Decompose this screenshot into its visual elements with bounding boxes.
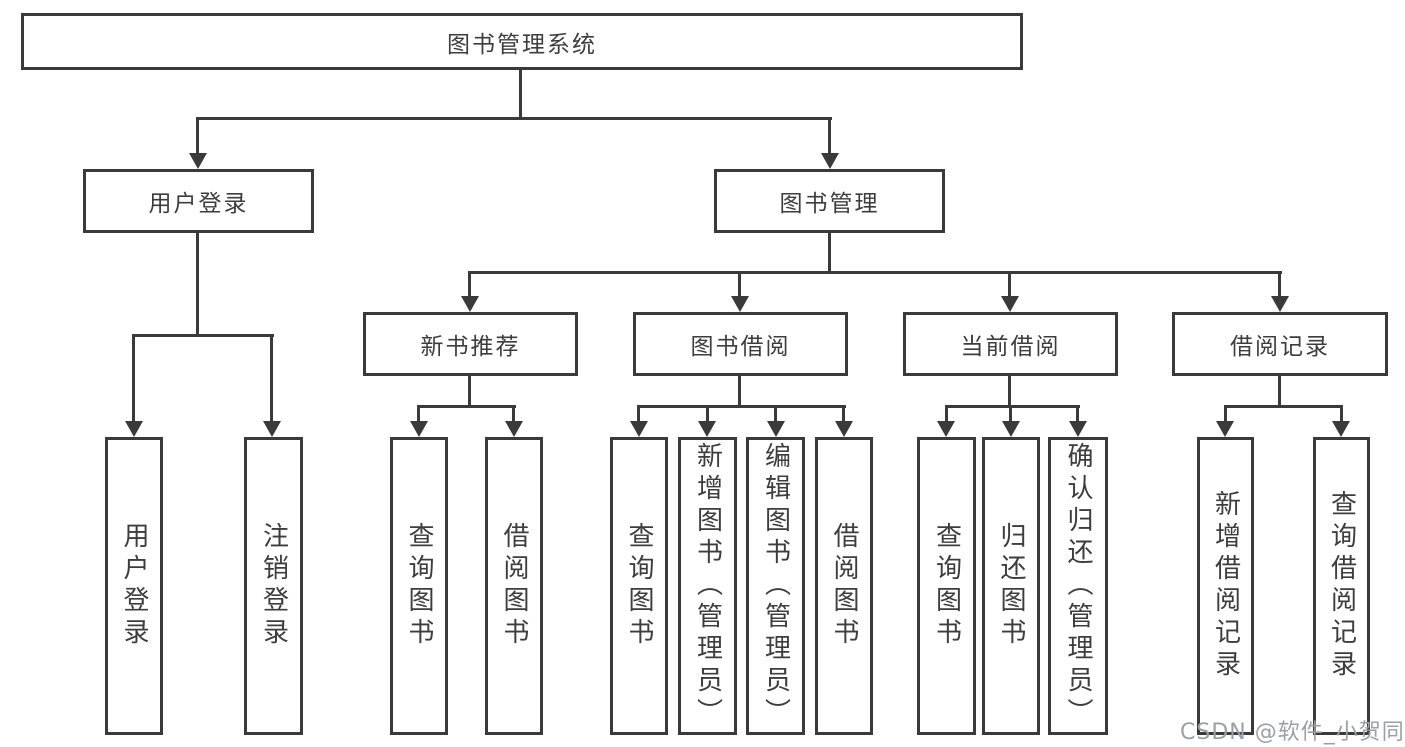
node-new-book-recommendation: 新书推荐 (363, 312, 578, 376)
connector-line (637, 405, 640, 425)
connector-line (1340, 405, 1343, 425)
node-borrowing-records: 借阅记录 (1172, 312, 1388, 376)
connector-arrowhead (1271, 296, 1289, 312)
connector-line (512, 405, 515, 425)
connector-line (1009, 405, 1012, 425)
leaf-borrow-books-recommend: 借阅图书 (485, 437, 543, 735)
node-label: 新书推荐 (420, 334, 521, 360)
connector-line (842, 405, 845, 425)
connector-line (1008, 375, 1011, 407)
connector-line (738, 375, 741, 407)
node-label: 归还图书 (996, 522, 1026, 650)
connector-line (132, 334, 274, 337)
watermark: CSDN @软件_小贺同学 (1180, 720, 1405, 745)
connector-line (828, 232, 831, 274)
connector-line (468, 271, 471, 299)
leaf-add-borrow-record: 新增借阅记录 (1197, 437, 1254, 735)
connector-line (519, 69, 522, 119)
leaf-logout: 注销登录 (244, 437, 303, 735)
node-label: 查询图书 (404, 522, 434, 650)
leaf-query-borrow-record: 查询借阅记录 (1313, 437, 1370, 735)
connector-line (1278, 375, 1281, 407)
leaf-edit-book-admin: 编辑图书（管理员） (746, 437, 805, 735)
connector-arrowhead (461, 296, 479, 312)
connector-arrowhead (630, 421, 648, 437)
node-label: 当前借阅 (960, 334, 1061, 360)
connector-arrowhead (835, 421, 853, 437)
connector-arrowhead (505, 421, 523, 437)
leaf-add-book-admin: 新增图书（管理员） (678, 437, 737, 735)
node-label: 借阅图书 (499, 522, 529, 650)
node-label: 新增图书（管理员） (692, 442, 723, 730)
node-label: 注销登录 (258, 522, 289, 650)
connector-arrowhead (821, 153, 839, 169)
node-label: 用户登录 (119, 522, 149, 650)
connector-line (270, 334, 273, 424)
connector-line (417, 405, 420, 425)
leaf-query-books-borrowing: 查询图书 (610, 437, 668, 735)
connector-line (1008, 271, 1011, 299)
node-library-system: 图书管理系统 (21, 13, 1023, 70)
node-label: 用户登录 (148, 191, 249, 217)
node-label: 图书管理系统 (447, 31, 597, 58)
connector-arrowhead (937, 421, 955, 437)
connector-arrowhead (189, 153, 207, 169)
connector-line (1278, 271, 1281, 299)
connector-line (196, 117, 832, 120)
connector-line (1224, 405, 1227, 425)
connector-line (637, 405, 846, 408)
node-label: 查询图书 (624, 522, 654, 650)
leaf-confirm-return-admin: 确认归还（管理员） (1048, 437, 1108, 735)
leaf-query-books-current: 查询图书 (917, 437, 976, 735)
node-label: 编辑图书（管理员） (760, 442, 791, 730)
leaf-user-login: 用户登录 (105, 437, 163, 735)
node-label: 图书借阅 (690, 334, 791, 360)
node-user-login: 用户登录 (83, 169, 314, 233)
connector-arrowhead (1216, 421, 1234, 437)
connector-arrowhead (1332, 421, 1350, 437)
connector-arrowhead (125, 421, 143, 437)
connector-arrowhead (410, 421, 428, 437)
node-current-borrowing: 当前借阅 (903, 312, 1118, 376)
connector-arrowhead (731, 296, 749, 312)
connector-line (945, 405, 1080, 408)
node-label: 查询借阅记录 (1326, 490, 1357, 682)
connector-line (196, 232, 199, 336)
node-label: 借阅记录 (1230, 334, 1330, 360)
connector-arrowhead (767, 421, 785, 437)
connector-line (468, 271, 1282, 274)
leaf-return-books: 归还图书 (982, 437, 1040, 735)
leaf-borrow-books-borrowing: 借阅图书 (815, 437, 873, 735)
connector-line (1224, 405, 1343, 408)
connector-line (738, 271, 741, 299)
connector-line (196, 117, 199, 157)
node-label: 借阅图书 (829, 522, 859, 650)
node-label: 确认归还（管理员） (1063, 442, 1093, 730)
connector-line (468, 375, 471, 407)
connector-arrowhead (263, 421, 281, 437)
connector-line (132, 334, 135, 424)
node-label: 新增借阅记录 (1210, 490, 1241, 682)
connector-arrowhead (1002, 421, 1020, 437)
leaf-query-books-recommend: 查询图书 (390, 437, 448, 735)
connector-arrowhead (1001, 296, 1019, 312)
connector-line (774, 405, 777, 425)
connector-line (945, 405, 948, 425)
connector-arrowhead (1069, 421, 1087, 437)
connector-line (828, 117, 831, 157)
node-book-management: 图书管理 (714, 169, 945, 233)
node-label: 图书管理 (779, 191, 880, 217)
connector-arrowhead (698, 421, 716, 437)
node-label: 查询图书 (931, 522, 962, 650)
node-book-borrowing: 图书借阅 (633, 312, 848, 376)
connector-line (417, 405, 516, 408)
connector-line (1076, 405, 1079, 425)
connector-line (706, 405, 709, 425)
